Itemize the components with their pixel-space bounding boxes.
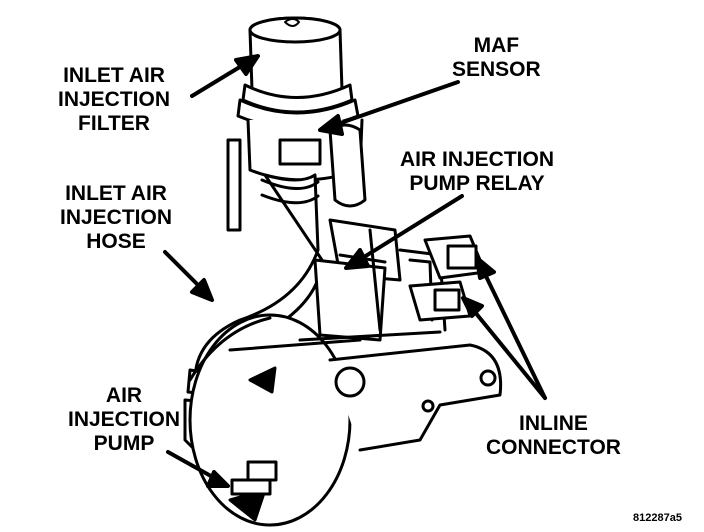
- label-line: PUMP: [93, 432, 155, 455]
- label-line: PUMP RELAY: [409, 172, 545, 195]
- air-injection-pump-relay-drawing: [313, 218, 447, 342]
- label-line: SENSOR: [452, 58, 541, 81]
- arrowhead-pump: [206, 470, 230, 488]
- label-line: FILTER: [78, 112, 150, 135]
- label-air-injection-pump-relay: AIR INJECTION PUMP RELAY: [400, 148, 554, 196]
- arrowhead-relay: [344, 248, 370, 270]
- label-line: MAF: [473, 34, 520, 57]
- label-inlet-air-injection-hose: INLET AIR INJECTION HOSE: [60, 182, 172, 254]
- inlet-air-injection-filter-drawing: [236, 16, 360, 130]
- inline-connector-drawing: [408, 234, 487, 322]
- arrowhead-connector-2: [461, 296, 484, 318]
- label-line: INJECTION: [58, 88, 171, 111]
- label-line: INJECTION: [68, 408, 181, 431]
- arrowhead-hose: [190, 278, 214, 302]
- leader-maf: [330, 80, 460, 128]
- leader-filter: [190, 60, 250, 98]
- label-line: INLINE: [519, 412, 588, 435]
- leader-pump: [166, 450, 220, 482]
- label-line: AIR: [105, 384, 143, 407]
- label-maf-sensor: MAF SENSOR: [452, 34, 541, 82]
- label-air-injection-pump: AIR INJECTION PUMP: [68, 384, 180, 456]
- leader-connector-1: [480, 266, 547, 400]
- air-injection-pump-drawing: [188, 313, 503, 527]
- label-line: AIR INJECTION: [400, 148, 555, 171]
- label-line: CONNECTOR: [486, 436, 621, 459]
- leader-relay: [354, 194, 464, 264]
- label-line: INJECTION: [60, 206, 173, 229]
- label-inlet-air-injection-filter: INLET AIR INJECTION FILTER: [58, 64, 170, 136]
- figure-id: 812287a5: [633, 512, 682, 524]
- maf-sensor-drawing: [226, 118, 367, 232]
- label-line: INLET AIR: [63, 64, 165, 87]
- leader-lines: [163, 54, 547, 488]
- label-inline-connector: INLINE CONNECTOR: [486, 412, 621, 460]
- arrowhead-connector-1: [475, 256, 496, 280]
- arrowhead-maf: [318, 114, 344, 136]
- label-line: INLET AIR: [65, 182, 167, 205]
- leader-connector-2: [468, 304, 547, 400]
- label-line: HOSE: [86, 230, 146, 253]
- arrowhead-filter: [234, 54, 260, 76]
